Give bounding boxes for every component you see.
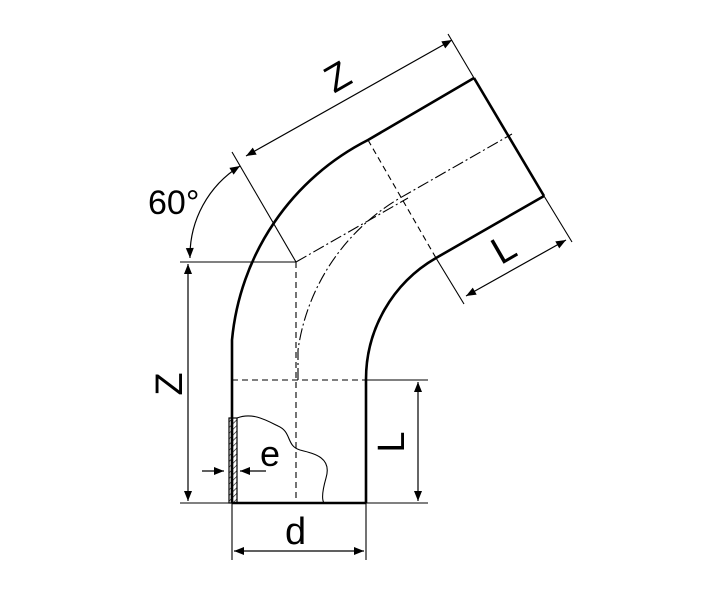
centerline-arc [297,133,513,380]
centerline [295,133,513,380]
extension-lines [180,33,573,560]
d-label: d [285,511,306,553]
z-top-dimension [245,39,453,157]
z-top-label: Z [317,54,358,102]
z-left-label: Z [149,372,191,395]
l-right-label: L [371,431,413,452]
l-top-dimension [465,239,567,297]
angle-arc-dimension [185,165,241,259]
angle-label: 60° [148,184,199,222]
break-line [236,415,328,504]
l-top-ext-b [543,195,573,243]
angle-reference-line [231,151,297,263]
wall-hatch [228,417,238,504]
centerline-to-corner [295,197,409,263]
e-label: e [260,433,280,474]
l-top-ext-a [435,257,465,305]
top-socket-boundary [367,139,437,259]
l-top-label: L [484,226,523,273]
inner-wall [364,194,545,503]
hidden-lines [232,139,437,503]
labels: 60° Z Z L L e d [148,54,524,553]
dimension-lines [184,39,567,555]
z-top-ext [447,33,475,79]
wall-section [228,415,328,504]
top-end-face [472,77,546,197]
